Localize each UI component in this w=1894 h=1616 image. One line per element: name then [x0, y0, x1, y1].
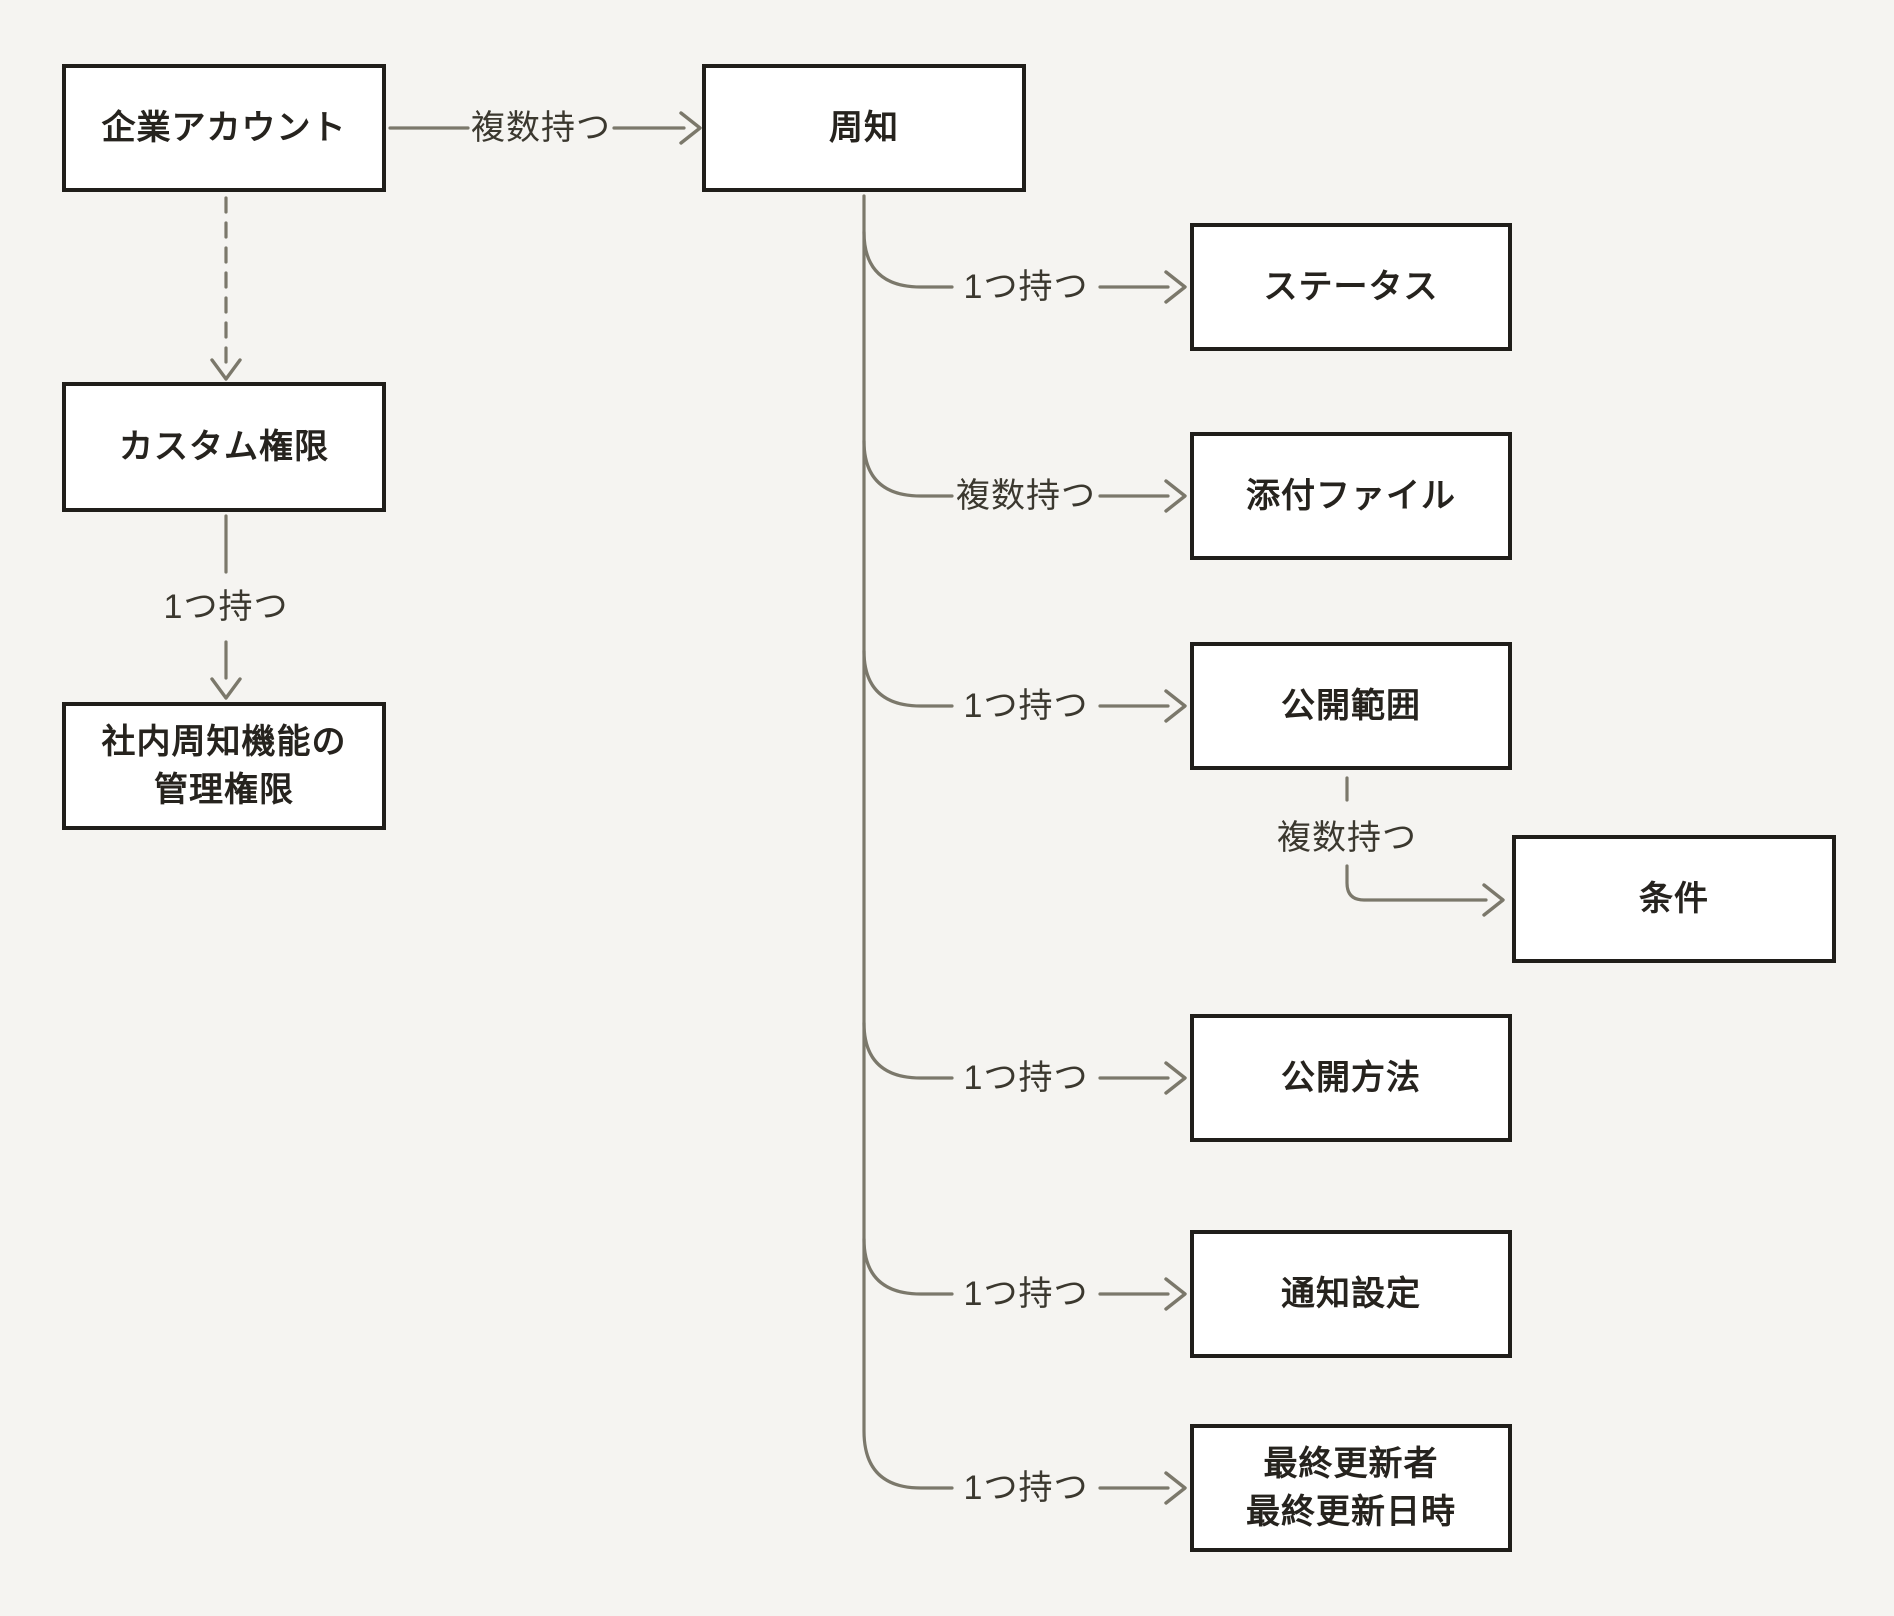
edge-announcement-to-publish-scope: 1つ持つ [964, 687, 1187, 725]
edge-label: 複数持つ [1277, 819, 1417, 857]
arrowhead-right-icon [1164, 1471, 1187, 1505]
node-custom-permission: カスタム権限 [62, 382, 386, 512]
edge-label: 1つ持つ [964, 1059, 1089, 1097]
node-label-line1: 社内周知機能の [101, 723, 347, 761]
arrowhead-right-icon [1164, 689, 1187, 723]
edge-label: 1つ持つ [964, 268, 1089, 306]
edge-label: 1つ持つ [164, 588, 289, 626]
arrowhead-right-icon [1164, 1277, 1187, 1311]
branch-curve-status [862, 230, 954, 289]
arrowhead-down-icon [210, 677, 242, 700]
edge-label: 1つ持つ [964, 1469, 1089, 1507]
node-status: ステータス [1190, 223, 1512, 351]
edge-label: 1つ持つ [964, 687, 1089, 725]
branch-curve-publish-method [862, 1021, 954, 1080]
edge-label: 複数持つ [956, 477, 1096, 515]
edge-label: 複数持つ [471, 109, 611, 147]
node-label: 公開方法 [1281, 1059, 1421, 1097]
branch-curve-notification [862, 1237, 954, 1296]
node-label: 条件 [1639, 880, 1709, 918]
edge-announcement-to-status: 1つ持つ [964, 268, 1187, 306]
node-condition: 条件 [1512, 835, 1836, 963]
arrowhead-right-icon [1164, 479, 1187, 513]
node-label-line2: 最終更新日時 [1246, 1493, 1456, 1531]
node-internal-admin-permission: 社内周知機能の 管理権限 [62, 702, 386, 830]
node-label: 添付ファイル [1246, 477, 1456, 515]
edge-announcement-to-notification: 1つ持つ [964, 1275, 1187, 1313]
edge-scope-to-condition: 複数持つ [1277, 776, 1505, 917]
arrowhead-right-icon [1482, 883, 1505, 917]
node-last-updated: 最終更新者 最終更新日時 [1190, 1424, 1512, 1552]
node-label-line2: 管理権限 [154, 771, 294, 809]
arrowhead-right-icon [1164, 270, 1187, 304]
node-corporate-account: 企業アカウント [62, 64, 386, 192]
node-publish-method: 公開方法 [1190, 1014, 1512, 1142]
node-label: 企業アカウント [101, 109, 347, 147]
node-label: 周知 [829, 109, 899, 147]
edge-elbow-segment [1345, 864, 1488, 902]
edge-account-to-custom-permission [210, 196, 242, 381]
edge-account-to-announcement: 複数持つ [388, 109, 702, 147]
edge-announcement-to-last-updated: 1つ持つ [964, 1469, 1187, 1507]
arrowhead-down-icon [210, 358, 242, 381]
node-publish-scope: 公開範囲 [1190, 642, 1512, 770]
branch-curve-publish-scope [862, 649, 954, 708]
announcement-trunk-line [862, 194, 954, 1490]
branch-curve-attachments [862, 439, 954, 498]
edge-announcement-to-attachments: 複数持つ [956, 477, 1187, 515]
node-label: 公開範囲 [1281, 687, 1421, 725]
edge-announcement-to-publish-method: 1つ持つ [964, 1059, 1187, 1097]
node-notification-settings: 通知設定 [1190, 1230, 1512, 1358]
node-announcement: 周知 [702, 64, 1026, 192]
node-label: 通知設定 [1281, 1275, 1421, 1313]
node-attachments: 添付ファイル [1190, 432, 1512, 560]
edge-label: 1つ持つ [964, 1275, 1089, 1313]
edge-custom-to-internal-admin: 1つ持つ [164, 514, 289, 700]
node-label: ステータス [1263, 268, 1439, 306]
node-label: カスタム権限 [119, 428, 329, 466]
arrowhead-right-icon [1164, 1061, 1187, 1095]
arrowhead-right-icon [679, 111, 702, 145]
node-label-line1: 最終更新者 [1263, 1445, 1439, 1483]
